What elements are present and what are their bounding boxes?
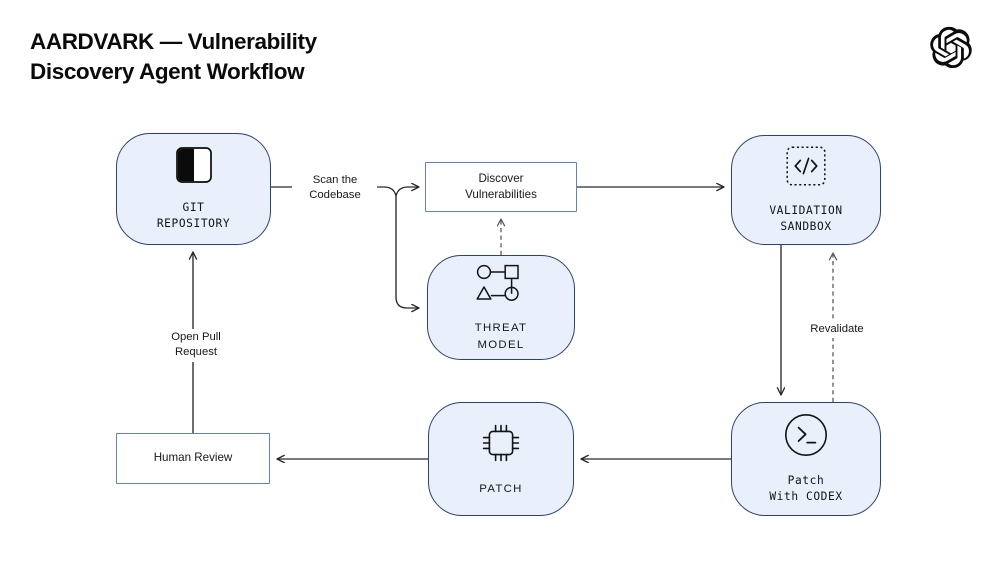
edge-scan-branch-to-discover <box>395 187 419 197</box>
edge-scan-branch-down <box>395 196 419 308</box>
code-brackets-icon <box>785 145 827 192</box>
node-patch[interactable]: PATCH <box>428 402 574 516</box>
threat-model-icon <box>473 262 529 309</box>
node-threat-model[interactable]: THREAT MODEL <box>427 255 575 360</box>
node-label: THREAT MODEL <box>474 321 528 351</box>
edge-label-open-pull-request: Open Pull Request <box>152 329 240 362</box>
node-label: PATCH <box>479 482 523 495</box>
node-validation-sandbox[interactable]: VALIDATION SANDBOX <box>731 135 881 245</box>
edge-label-scan-the-codebase: Scan the Codebase <box>293 172 377 205</box>
node-git-repository[interactable]: GIT REPOSITORY <box>116 133 271 245</box>
page-title: AARDVARK — Vulnerability Discovery Agent… <box>30 29 317 85</box>
node-label: Discover Vulnerabilities <box>465 171 537 201</box>
node-label: VALIDATION SANDBOX <box>769 204 843 233</box>
node-label: Human Review <box>153 451 233 465</box>
node-label: GIT REPOSITORY <box>156 201 231 230</box>
openai-logo-icon <box>930 26 972 69</box>
node-discover-vulnerabilities[interactable]: Discover Vulnerabilities <box>425 162 577 212</box>
cpu-chip-icon <box>479 421 523 470</box>
node-label: Patch With CODEX <box>769 474 843 503</box>
node-human-review[interactable]: Human Review <box>116 433 270 484</box>
node-patch-with-codex[interactable]: Patch With CODEX <box>731 402 881 516</box>
edge-label-revalidate: Revalidate <box>796 321 878 339</box>
git-repository-icon <box>175 146 213 189</box>
edge-scan-branch-top <box>372 186 397 197</box>
terminal-prompt-icon <box>784 413 828 462</box>
